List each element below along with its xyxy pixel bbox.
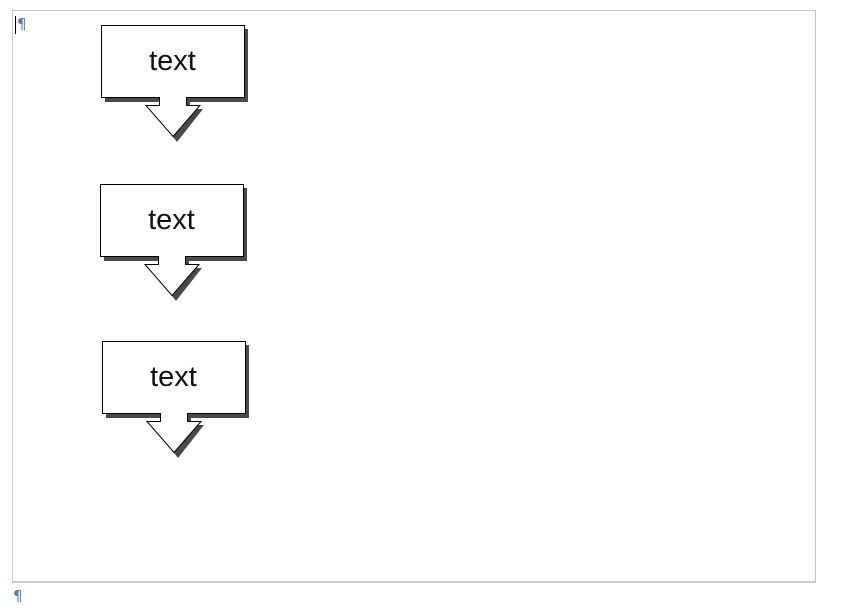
arrow-callout-shape-3[interactable]: text (102, 341, 252, 458)
paragraph-mark-bottom: ¶ (13, 587, 23, 605)
paragraph-mark-top: ¶ (17, 15, 27, 33)
callout-text-2[interactable]: text (148, 203, 195, 236)
page-bottom-boundary (12, 582, 816, 583)
arrow-callout-graphic (101, 25, 248, 142)
callout-text-3[interactable]: text (150, 360, 197, 393)
arrow-callout-shape-2[interactable]: text (100, 184, 250, 301)
arrow-callout-graphic (100, 184, 247, 301)
arrow-callout-graphic (102, 341, 249, 458)
arrow-callout-shape-1[interactable]: text (101, 25, 251, 142)
callout-text-1[interactable]: text (149, 44, 196, 77)
text-cursor (15, 16, 16, 34)
